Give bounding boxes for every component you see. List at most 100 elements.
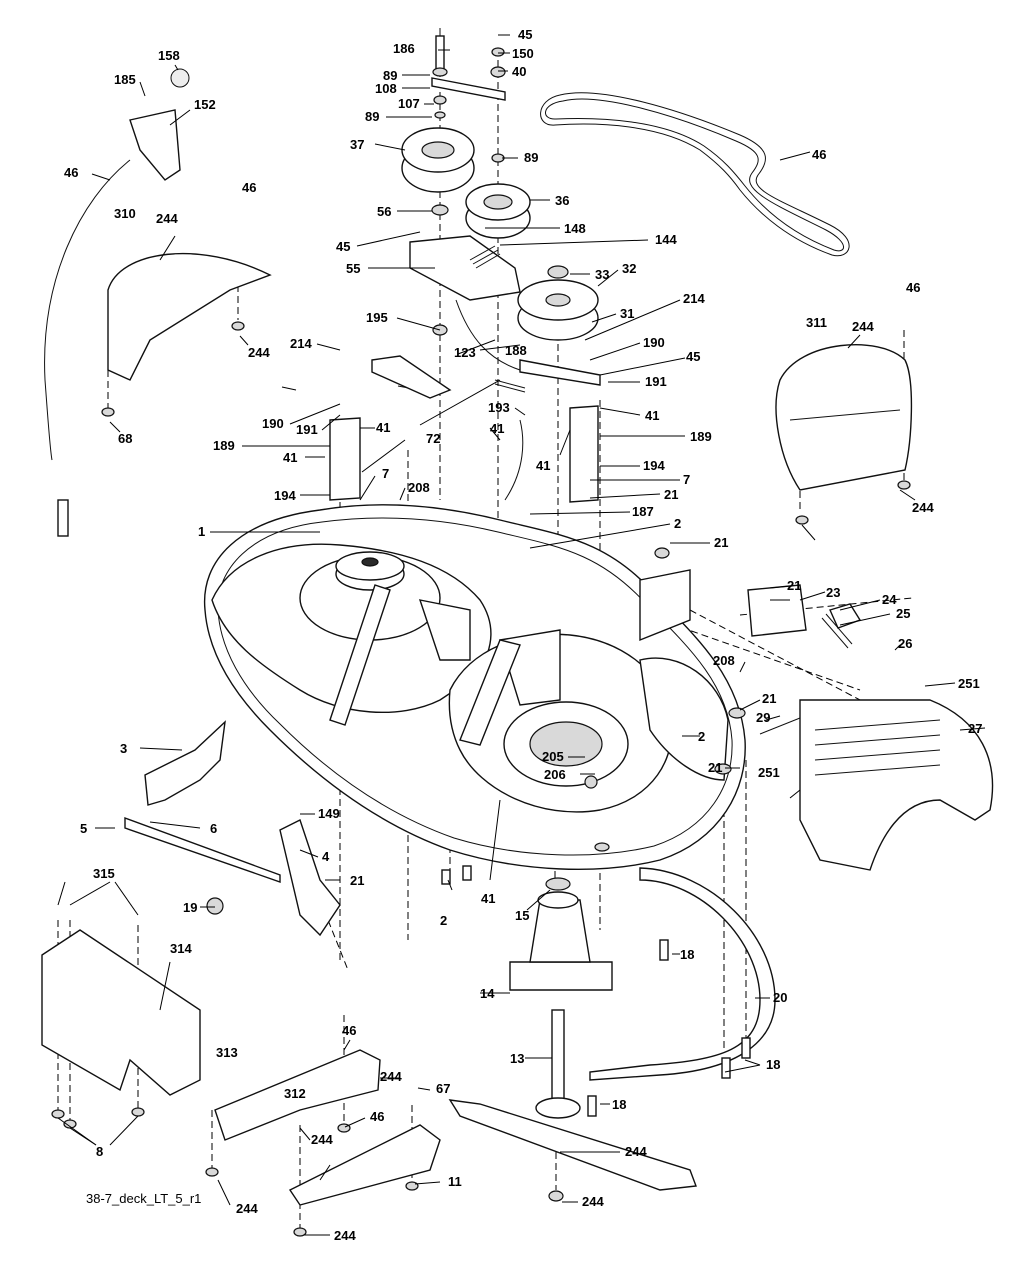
callout: 11 <box>448 1174 462 1189</box>
callout: 6 <box>210 821 217 836</box>
callout: 152 <box>194 97 216 112</box>
callout: 190 <box>262 416 284 431</box>
callout: 46 <box>812 147 826 162</box>
callout: 18 <box>766 1057 780 1072</box>
callout: 13 <box>510 1051 524 1066</box>
callout: 244 <box>582 1194 604 1209</box>
callout: 7 <box>683 472 690 487</box>
callout: 19 <box>183 900 197 915</box>
callout: 8 <box>96 1144 103 1159</box>
drive-belt <box>540 92 850 257</box>
callout: 41 <box>481 891 495 906</box>
callout: 244 <box>852 319 874 334</box>
lift-brackets <box>124 720 341 937</box>
callout: 312 <box>284 1086 306 1101</box>
callout: 55 <box>346 261 360 276</box>
callout: 41 <box>645 408 659 423</box>
callout: 20 <box>773 990 787 1005</box>
callout: 32 <box>622 261 636 276</box>
callout: 21 <box>714 535 728 550</box>
callout-leaders <box>57 34 986 1236</box>
callout: 315 <box>93 866 115 881</box>
callout: 46 <box>64 165 78 180</box>
callout: 36 <box>555 193 569 208</box>
callout: 46 <box>906 280 920 295</box>
callout: 89 <box>365 109 379 124</box>
callout: 214 <box>290 336 312 351</box>
callout: 186 <box>393 41 415 56</box>
callout: 41 <box>536 458 550 473</box>
callout: 244 <box>248 345 270 360</box>
front-left-shield <box>41 929 201 1096</box>
callout: 68 <box>118 431 132 446</box>
callout: 244 <box>380 1069 402 1084</box>
callout: 190 <box>643 335 665 350</box>
callout: 2 <box>698 729 705 744</box>
idler-pulleys <box>401 28 601 386</box>
callout: 251 <box>758 765 780 780</box>
callout: 1 <box>198 524 205 539</box>
callout: 67 <box>436 1081 450 1096</box>
callout: 7 <box>382 466 389 481</box>
callout: 18 <box>680 947 694 962</box>
callout: 46 <box>242 180 256 195</box>
callout: 5 <box>80 821 87 836</box>
callout: 244 <box>236 1201 258 1216</box>
callout: 191 <box>645 374 667 389</box>
mower-blade <box>448 1099 697 1202</box>
callout: 314 <box>170 941 192 956</box>
callout: 41 <box>283 450 297 465</box>
callout: 21 <box>787 578 801 593</box>
callout: 251 <box>958 676 980 691</box>
callout: 37 <box>350 137 364 152</box>
callout: 27 <box>968 721 982 736</box>
diagram-caption: 38-7_deck_LT_5_r1 <box>86 1191 201 1206</box>
callout: 149 <box>318 806 340 821</box>
callout: 205 <box>542 749 564 764</box>
callout: 89 <box>524 150 538 165</box>
height-adjust-cable <box>44 68 190 537</box>
callout: 24 <box>882 592 897 607</box>
callout: 208 <box>713 653 735 668</box>
callout: 2 <box>440 913 447 928</box>
callout: 214 <box>683 291 705 306</box>
callout: 144 <box>655 232 677 247</box>
callout: 158 <box>158 48 180 63</box>
callout: 2 <box>674 516 681 531</box>
callout: 244 <box>334 1228 356 1243</box>
callout: 150 <box>512 46 534 61</box>
callout: 310 <box>114 206 136 221</box>
callout: 244 <box>912 500 934 515</box>
callout: 21 <box>762 691 776 706</box>
callout: 313 <box>216 1045 238 1060</box>
callout: 193 <box>488 400 510 415</box>
callout: 46 <box>370 1109 384 1124</box>
callout: 189 <box>690 429 712 444</box>
callout: 107 <box>398 96 420 111</box>
deck-baffles <box>214 1049 441 1206</box>
callout: 25 <box>896 606 910 621</box>
callout: 40 <box>512 64 526 79</box>
callout: 244 <box>625 1144 647 1159</box>
discharge-chute <box>799 699 994 871</box>
callout: 194 <box>274 488 296 503</box>
callout: 311 <box>806 315 827 330</box>
callout: 15 <box>515 908 529 923</box>
callout: 45 <box>518 27 532 42</box>
callout: 46 <box>342 1023 356 1038</box>
callout: 4 <box>322 849 330 864</box>
callout: 26 <box>898 636 912 651</box>
callout: 188 <box>505 343 527 358</box>
callout: 244 <box>311 1132 333 1147</box>
callout: 189 <box>213 438 235 453</box>
callout: 41 <box>490 421 504 436</box>
callout: 33 <box>595 267 609 282</box>
callout: 21 <box>664 487 678 502</box>
belt-guard <box>589 867 776 1081</box>
callout: 195 <box>366 310 388 325</box>
callout: 191 <box>296 422 318 437</box>
callout: 185 <box>114 72 136 87</box>
callout: 21 <box>350 873 364 888</box>
callout: 206 <box>544 767 566 782</box>
